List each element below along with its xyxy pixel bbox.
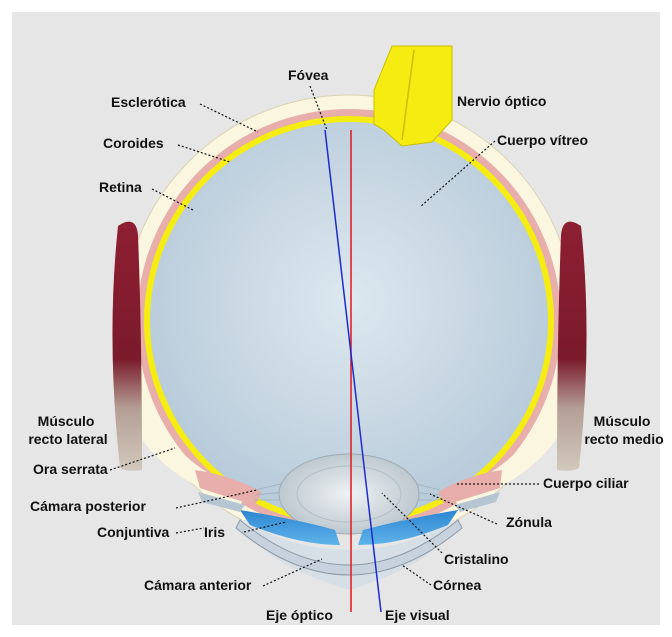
label-visual-axis: Eje visual	[385, 607, 450, 623]
label-conjunctiva: Conjuntiva	[97, 524, 170, 540]
label-retina: Retina	[99, 179, 142, 195]
label-iris: Iris	[204, 524, 225, 540]
label-ora-serrata: Ora serrata	[33, 461, 108, 477]
lateral-rectus-muscle	[112, 222, 142, 471]
label-optic-nerve: Nervio óptico	[457, 93, 546, 109]
label-fovea: Fóvea	[288, 67, 329, 83]
label-cornea: Córnea	[433, 577, 481, 593]
label-vitreous-body: Cuerpo vítreo	[497, 132, 588, 148]
label-posterior-chamber: Cámara posterior	[30, 498, 146, 514]
label-lens: Cristalino	[444, 551, 509, 567]
medial-rectus-muscle	[557, 222, 587, 471]
label-anterior-chamber: Cámara anterior	[144, 577, 252, 593]
label-zonule: Zónula	[506, 514, 552, 530]
label-optic-axis: Eje óptico	[266, 607, 333, 623]
label-sclera: Esclerótica	[111, 94, 186, 110]
label-ciliary-body: Cuerpo ciliar	[543, 475, 629, 491]
label-choroid: Coroides	[103, 135, 164, 151]
